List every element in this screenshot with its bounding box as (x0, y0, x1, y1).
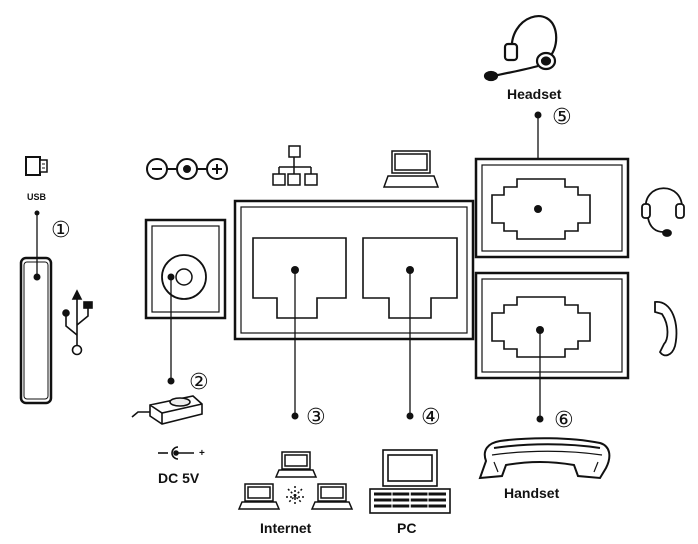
computer-icon (382, 150, 440, 188)
dc-power-port (144, 218, 227, 320)
usb-label: USB (27, 192, 47, 202)
callout-3: ③ (306, 405, 326, 430)
dc-label: DC 5V (158, 470, 200, 486)
handset-leader-dot (536, 415, 544, 423)
internet-label: Internet (260, 520, 312, 536)
power-connector-icon (146, 158, 228, 180)
callout-2: ② (189, 370, 209, 395)
headset-small-icon (641, 187, 685, 237)
dc-plus-sign: + (199, 448, 205, 459)
usb-port (19, 256, 53, 405)
internet-network-icon (237, 451, 354, 510)
headset-port-dot (534, 205, 542, 213)
callout-5: ⑤ (552, 105, 572, 130)
power-adapter-icon (131, 395, 203, 425)
headset-leader-dot (534, 111, 542, 119)
callout-4: ④ (421, 405, 441, 430)
usb-leader-dot (34, 210, 40, 216)
internet-leader-dot (291, 412, 299, 420)
dc-leader-dot (167, 377, 175, 385)
handset-small-icon (654, 301, 678, 357)
pc-leader-dot (406, 412, 414, 420)
headset-port (474, 157, 630, 259)
callout-6: ⑥ (554, 408, 574, 433)
pc-keyboard-icon (369, 449, 451, 514)
handset-label: Handset (504, 485, 560, 501)
handset-port (474, 271, 630, 380)
headset-icon (483, 15, 558, 82)
handset-icon (478, 437, 611, 480)
dc-polarity-icon (158, 446, 194, 460)
pc-label: PC (397, 520, 416, 536)
usb-port-dot (33, 273, 41, 281)
usb-dongle-icon (25, 156, 48, 176)
usb-trident-icon (62, 289, 93, 356)
callout-1: ① (51, 218, 71, 243)
internet-port (252, 237, 347, 319)
headset-label: Headset (507, 86, 562, 102)
network-topology-icon (272, 145, 318, 186)
